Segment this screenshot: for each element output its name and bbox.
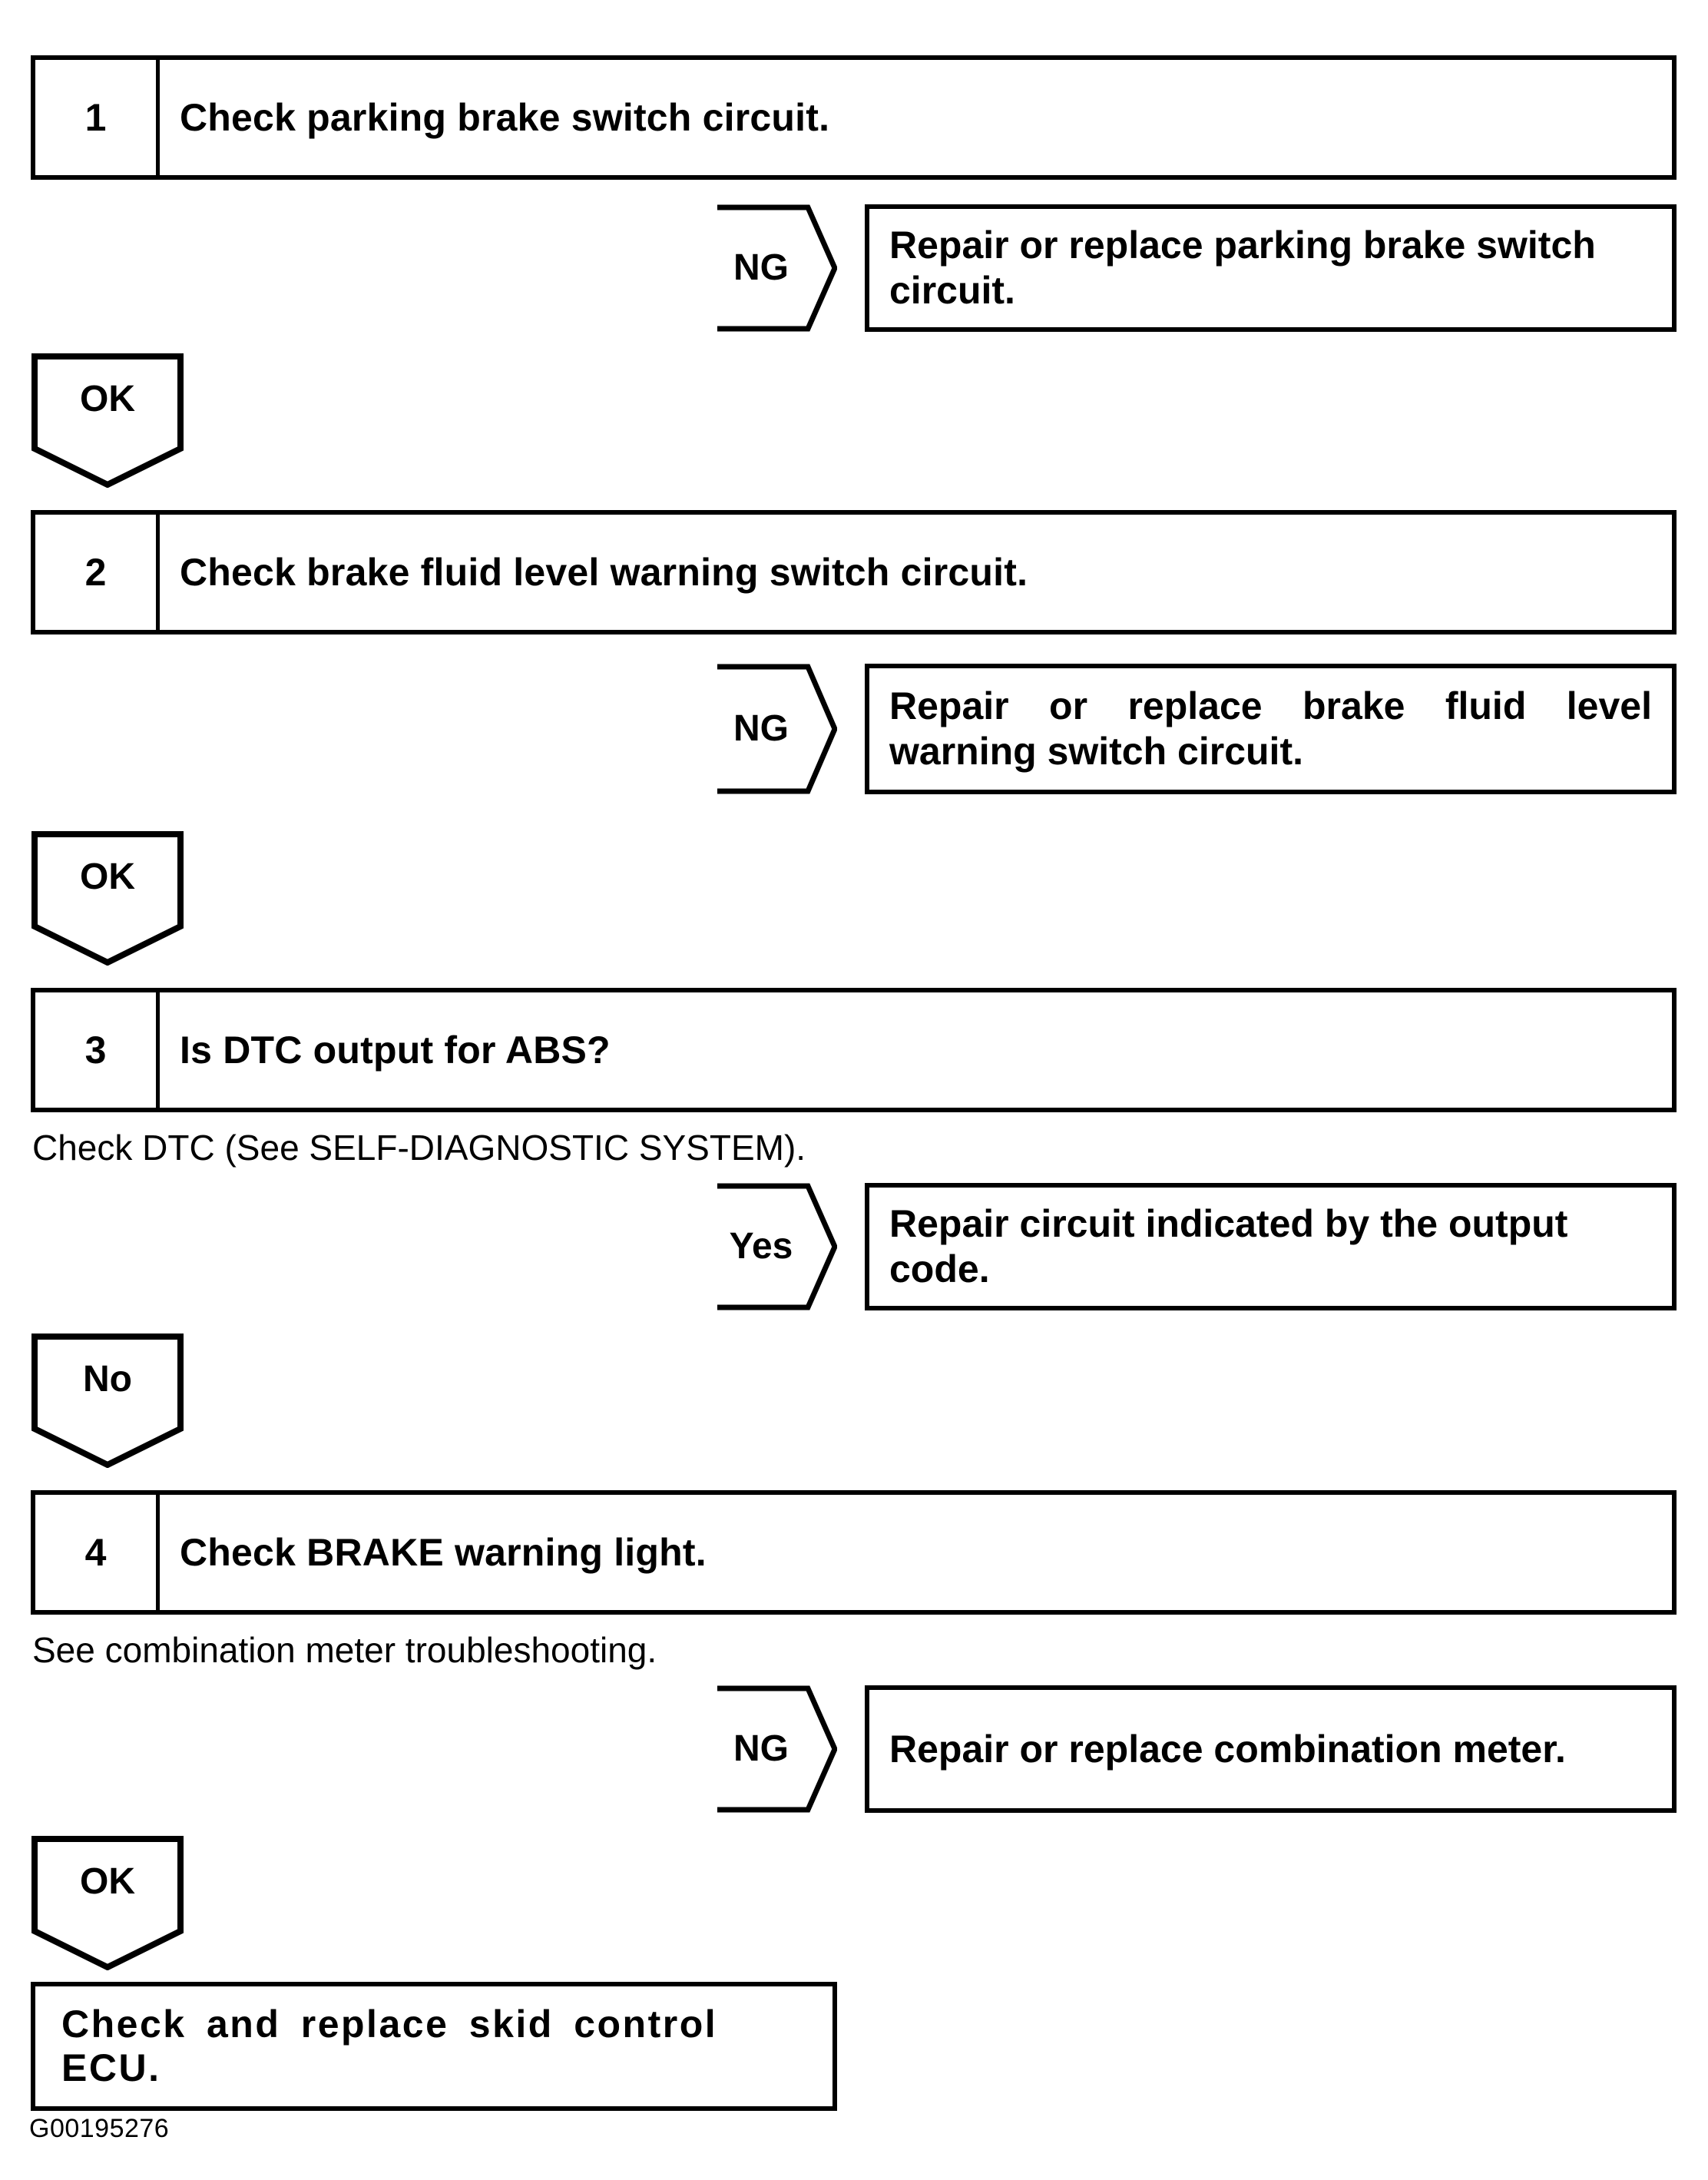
branch-result-box-4[interactable]: Repair or replace combination meter. [865, 1685, 1677, 1813]
connector-pentagon-icon [31, 831, 184, 966]
branch-row-2: NG Repair or replace brake fluid level w… [714, 664, 1677, 794]
branch-arrow-icon [717, 664, 837, 794]
branch-label-1: NG [733, 247, 789, 288]
step-number-4: 4 [35, 1495, 160, 1610]
branch-row-1: NG Repair or replace parking brake switc… [714, 204, 1677, 332]
branch-label-2: NG [733, 708, 789, 749]
connector-label-4: OK [80, 1860, 135, 1902]
step-number-3: 3 [35, 992, 160, 1108]
connector-no-3: No [31, 1334, 184, 1468]
step-number-2: 2 [35, 515, 160, 630]
branch-row-4: NG Repair or replace combination meter. [714, 1685, 1677, 1813]
step-title-4: Check BRAKE warning light. [180, 1531, 707, 1574]
step-title-3: Is DTC output for ABS? [180, 1029, 611, 1072]
step-box-4[interactable]: 4 Check BRAKE warning light. [31, 1490, 1677, 1615]
branch-tag-ng-4: NG [714, 1685, 837, 1813]
step-title-1: Check parking brake switch circuit. [180, 96, 830, 139]
branch-result-box-3[interactable]: Repair circuit indicated by the output c… [865, 1183, 1677, 1310]
connector-ok-1: OK [31, 353, 184, 488]
branch-label-3: Yes [729, 1226, 793, 1267]
branch-result-text-1: Repair or replace parking brake switch c… [889, 224, 1596, 312]
branch-result-text-3: Repair circuit indicated by the output c… [889, 1202, 1568, 1290]
branch-arrow-icon [717, 204, 837, 332]
final-action-box[interactable]: Check and replace skid control ECU. [31, 1982, 837, 2111]
connector-pentagon-icon [31, 1334, 184, 1468]
connector-ok-4: OK [31, 1836, 184, 1970]
step-box-2[interactable]: 2 Check brake fluid level warning switch… [31, 510, 1677, 634]
connector-label-3: No [83, 1358, 132, 1400]
connector-label-2: OK [80, 856, 135, 897]
branch-result-text-4: Repair or replace combination meter. [889, 1727, 1566, 1771]
step-box-3[interactable]: 3 Is DTC output for ABS? [31, 988, 1677, 1112]
step-note-4: See combination meter troubleshooting. [32, 1630, 657, 1670]
connector-label-1: OK [80, 378, 135, 419]
step-title-2: Check brake fluid level warning switch c… [180, 551, 1028, 594]
step-box-1[interactable]: 1 Check parking brake switch circuit. [31, 55, 1677, 180]
figure-code: G00195276 [29, 2114, 170, 2143]
branch-label-4: NG [733, 1728, 789, 1769]
branch-tag-ng-2: NG [714, 664, 837, 794]
branch-arrow-icon [717, 1183, 837, 1310]
branch-result-text-2: Repair or replace brake fluid level warn… [889, 684, 1652, 773]
final-action-text: Check and replace skid control ECU. [61, 2002, 718, 2090]
branch-tag-ng-1: NG [714, 204, 837, 332]
branch-result-box-2[interactable]: Repair or replace brake fluid level warn… [865, 664, 1677, 794]
branch-row-3: Yes Repair circuit indicated by the outp… [714, 1183, 1677, 1310]
connector-pentagon-icon [31, 1836, 184, 1970]
branch-result-box-1[interactable]: Repair or replace parking brake switch c… [865, 204, 1677, 332]
branch-arrow-icon [717, 1685, 837, 1813]
connector-pentagon-icon [31, 353, 184, 488]
step-number-1: 1 [35, 60, 160, 175]
connector-ok-2: OK [31, 831, 184, 966]
branch-tag-yes-3: Yes [714, 1183, 837, 1310]
step-note-3: Check DTC (See SELF-DIAGNOSTIC SYSTEM). [32, 1128, 806, 1168]
